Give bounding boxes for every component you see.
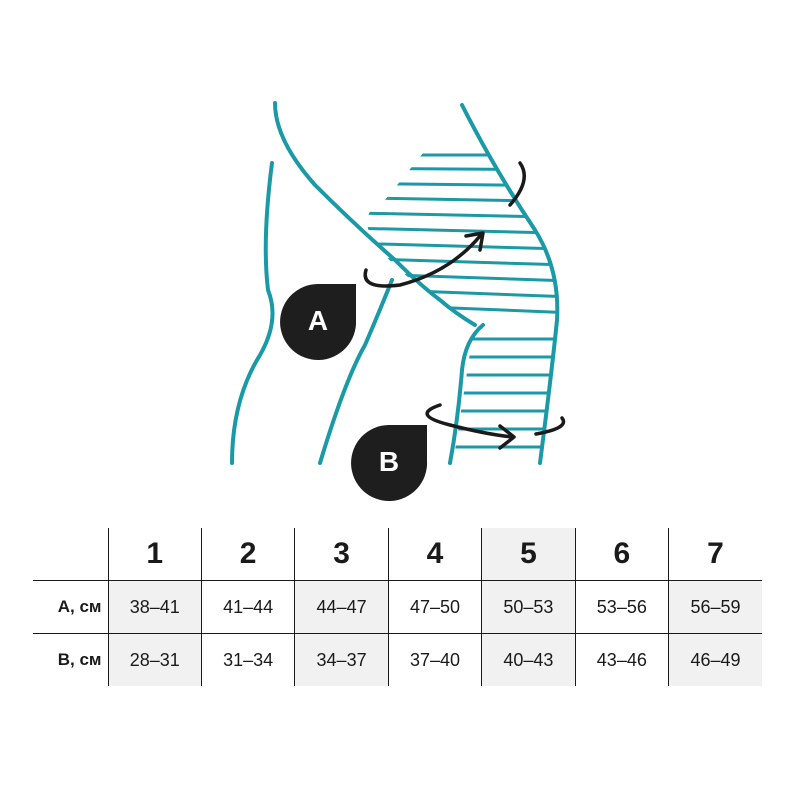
marker-b-letter: B: [379, 446, 399, 477]
marker-a: A: [280, 284, 357, 360]
size-header: 4: [387, 528, 482, 581]
inner-thigh-line: [318, 278, 394, 465]
table-cell: 38–41: [107, 580, 202, 634]
arrow-b-curve: [425, 403, 514, 439]
table-cell: 34–37: [294, 633, 389, 686]
size-header: 2: [200, 528, 295, 581]
table-cell: 41–44: [200, 580, 295, 634]
marker-a-badge: [280, 284, 357, 360]
marker-b-badge: [351, 425, 428, 501]
table-cell: 43–46: [574, 633, 669, 686]
table-cell: 56–59: [668, 580, 762, 634]
table-cell: 44–47: [294, 580, 389, 634]
back-buttock-line: [460, 103, 560, 465]
table-cell: 50–53: [481, 580, 576, 634]
table-cell: 40–43: [481, 633, 576, 686]
size-header: 3: [294, 528, 389, 581]
size-header: 7: [668, 528, 762, 581]
table-cell: 28–31: [107, 633, 202, 686]
table-cell: 53–56: [574, 580, 669, 634]
size-header: 1: [107, 528, 202, 581]
size-chart-table: 1 2 3 4 5 6 7 A, см 38–41 41–44 44–47 47…: [33, 528, 762, 686]
torso-front-line: [273, 101, 477, 327]
row-label-b: B, см: [57, 650, 102, 669]
measurement-arrows: [363, 161, 566, 450]
marker-b: B: [351, 425, 428, 501]
silhouette-outline: [230, 101, 560, 465]
back-leg-line: [230, 161, 275, 465]
table-row-b: B, см 28–31 31–34 34–37 37–40 40–43 43–4…: [33, 633, 762, 686]
arrow-a-back: [508, 161, 526, 207]
table-cell: 46–49: [668, 633, 762, 686]
table-cell: 31–34: [200, 633, 295, 686]
table-cell: 37–40: [387, 633, 482, 686]
arrow-b-back: [534, 416, 566, 436]
table-cell: 47–50: [387, 580, 482, 634]
table-row-a: A, см 38–41 41–44 44–47 47–50 50–53 53–5…: [33, 580, 762, 634]
arrow-b-head: [498, 424, 516, 450]
arrow-a-head: [464, 231, 485, 252]
size-header: 6: [574, 528, 669, 581]
size-header-row: 1 2 3 4 5 6 7: [33, 528, 762, 581]
marker-a-letter: A: [308, 305, 328, 336]
row-label-a: A, см: [33, 580, 109, 634]
body-outline-diagram: A B: [230, 101, 566, 501]
size-header: 5: [481, 528, 576, 581]
front-thigh-line: [448, 323, 485, 465]
corner-cell: [33, 528, 109, 581]
arrow-a-curve: [363, 234, 482, 288]
